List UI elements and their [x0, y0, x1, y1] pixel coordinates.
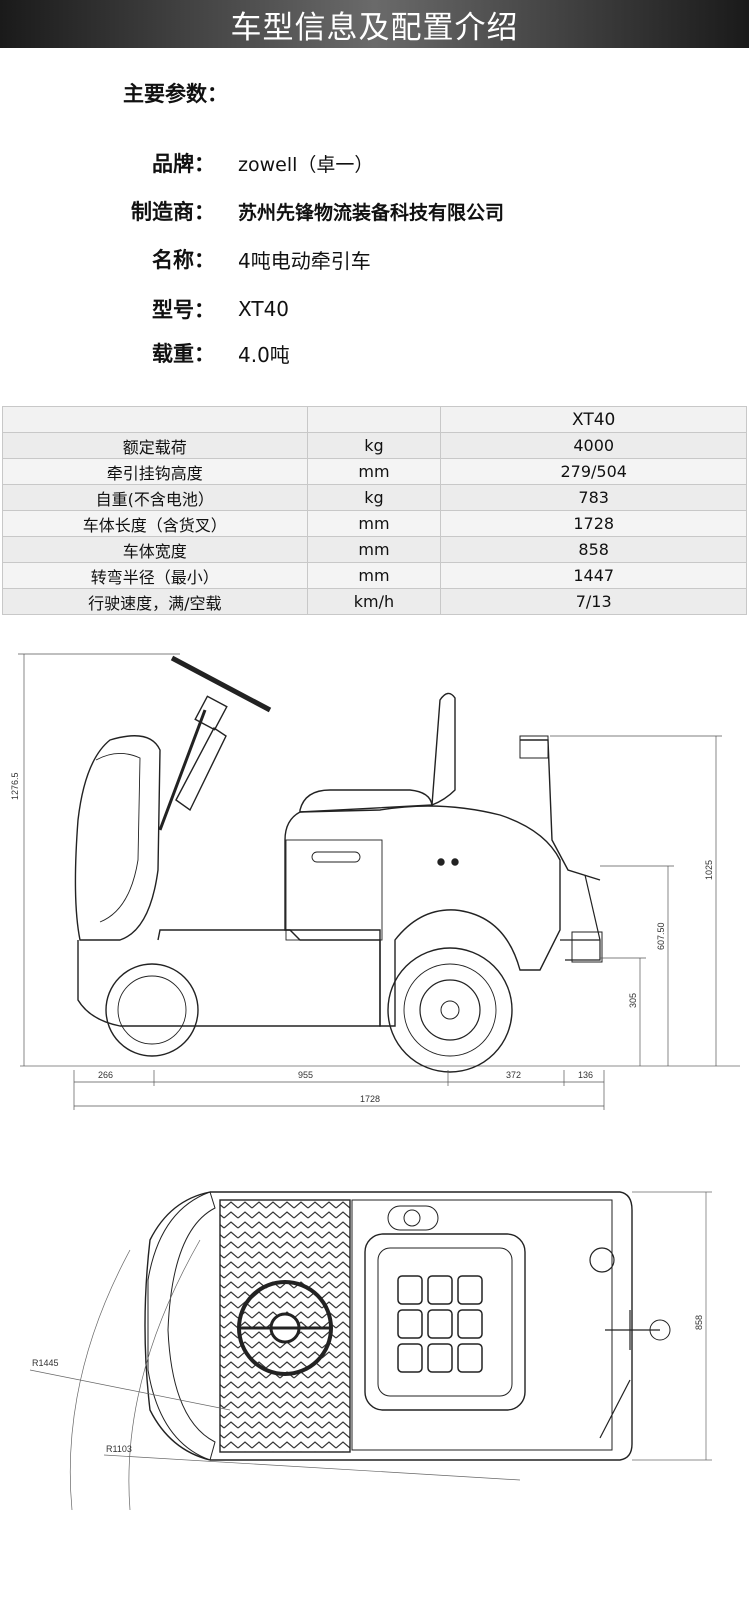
parameter-table: XT40 额定载荷 kg 4000 牵引挂钩高度 mm 279/504 自重(不…	[2, 406, 747, 615]
side-view-svg: 1276.5 1025 607.50 305 266 955 372 136 1…	[10, 653, 740, 1110]
table-cell: mm	[306, 536, 442, 563]
spec-row-name: 名称： 4吨电动牵引车	[0, 242, 749, 276]
dim-length: 1728	[360, 1094, 380, 1104]
table-cell: 车体长度（含货叉）	[2, 510, 308, 537]
spec-label: 名称：	[152, 248, 215, 272]
hitch-post	[520, 739, 601, 881]
table-row: 牵引挂钩高度 mm 279/504	[2, 458, 747, 485]
spec-value: 4.0吨	[238, 342, 290, 367]
front-wheel	[105, 963, 199, 1057]
table-cell: km/h	[306, 588, 442, 615]
table-cell: kg	[306, 432, 442, 459]
dim-hitch-high: 607.50	[656, 922, 666, 950]
spec-row-manufacturer: 制造商： 苏州先锋物流装备科技有限公司	[0, 194, 749, 228]
dim-rear-span: 372	[506, 1070, 521, 1080]
top-body-outline	[144, 1191, 633, 1461]
table-cell: 1728	[440, 510, 747, 537]
seat-cushion	[299, 789, 433, 813]
steering-wheel	[170, 655, 272, 713]
banner-title: 车型信息及配置介绍	[230, 9, 519, 46]
dim-radius-inner: R1103	[106, 1444, 132, 1454]
side-view-drawing: 1276.5 1025 607.50 305 266 955 372 136 1…	[0, 640, 749, 1140]
spec-label: 型号：	[152, 298, 215, 322]
seat-top	[364, 1233, 526, 1411]
top-view-svg: R1445 R1103 858	[29, 1191, 712, 1511]
spec-value: 苏州先锋物流装备科技有限公司	[238, 201, 505, 224]
steering-wheel-top	[237, 1280, 333, 1376]
dim-wheelbase: 955	[298, 1070, 313, 1080]
spec-value: 4吨电动牵引车	[238, 248, 371, 273]
dim-front-overhang: 266	[98, 1070, 113, 1080]
dim-rear-overhang: 136	[578, 1070, 593, 1080]
hitch-top	[605, 1310, 660, 1350]
spec-row-model: 型号： XT40	[0, 292, 749, 326]
table-cell: 7/13	[440, 588, 747, 615]
table-cell: kg	[306, 484, 442, 511]
seat-cushion-grid	[397, 1275, 483, 1373]
table-cell: 1447	[440, 562, 747, 589]
spec-label: 载重：	[152, 342, 215, 366]
table-cell: 行驶速度，满/空载	[2, 588, 308, 615]
table-cell: 783	[440, 484, 747, 511]
table-header-cell: XT40	[440, 406, 747, 433]
spec-row-brand: 品牌： zowell（卓一）	[0, 146, 749, 180]
dim-hitch-low: 305	[628, 993, 638, 1008]
rear-deck	[351, 1199, 613, 1451]
table-cell: 279/504	[440, 458, 747, 485]
table-row: 自重(不含电池） kg 783	[2, 484, 747, 511]
rear-wheel	[387, 947, 513, 1073]
top-view-drawing: R1445 R1103 858	[0, 1180, 749, 1540]
main-body	[284, 805, 561, 1027]
dim-width: 858	[694, 1315, 704, 1330]
seat-back	[431, 692, 456, 807]
table-cell: mm	[306, 458, 442, 485]
table-row: 行驶速度，满/空载 km/h 7/13	[2, 588, 747, 615]
spec-value: XT40	[238, 297, 290, 321]
spec-label: 品牌：	[152, 152, 215, 176]
table-header-cell	[306, 406, 442, 433]
table-header-cell	[2, 406, 308, 433]
table-cell: 转弯半径（最小）	[2, 562, 308, 589]
table-cell: 牵引挂钩高度	[2, 458, 308, 485]
table-cell: mm	[306, 510, 442, 537]
dim-radius-outer: R1445	[32, 1358, 59, 1368]
spec-label: 制造商：	[131, 200, 215, 224]
table-cell: 4000	[440, 432, 747, 459]
header-banner: 车型信息及配置介绍	[0, 0, 749, 48]
spec-row-capacity: 载重： 4.0吨	[0, 336, 749, 370]
table-row: 车体长度（含货叉） mm 1728	[2, 510, 747, 537]
table-cell: 858	[440, 536, 747, 563]
table-header-row: XT40	[2, 406, 747, 433]
specs-heading: 主要参数：	[123, 82, 228, 106]
table-row: 额定载荷 kg 4000	[2, 432, 747, 459]
table-cell: 车体宽度	[2, 536, 308, 563]
table-row: 转弯半径（最小） mm 1447	[2, 562, 747, 589]
table-row: 车体宽度 mm 858	[2, 536, 747, 563]
spec-value: zowell（卓一）	[238, 153, 374, 176]
front-cowl	[74, 735, 161, 941]
dim-height-total: 1276.5	[10, 772, 20, 800]
steering-column	[158, 709, 207, 831]
table-cell: 自重(不含电池）	[2, 484, 308, 511]
dim-height-rear: 1025	[704, 860, 714, 880]
table-cell: 额定载荷	[2, 432, 308, 459]
table-cell: mm	[306, 562, 442, 589]
chassis-body	[77, 929, 381, 1027]
